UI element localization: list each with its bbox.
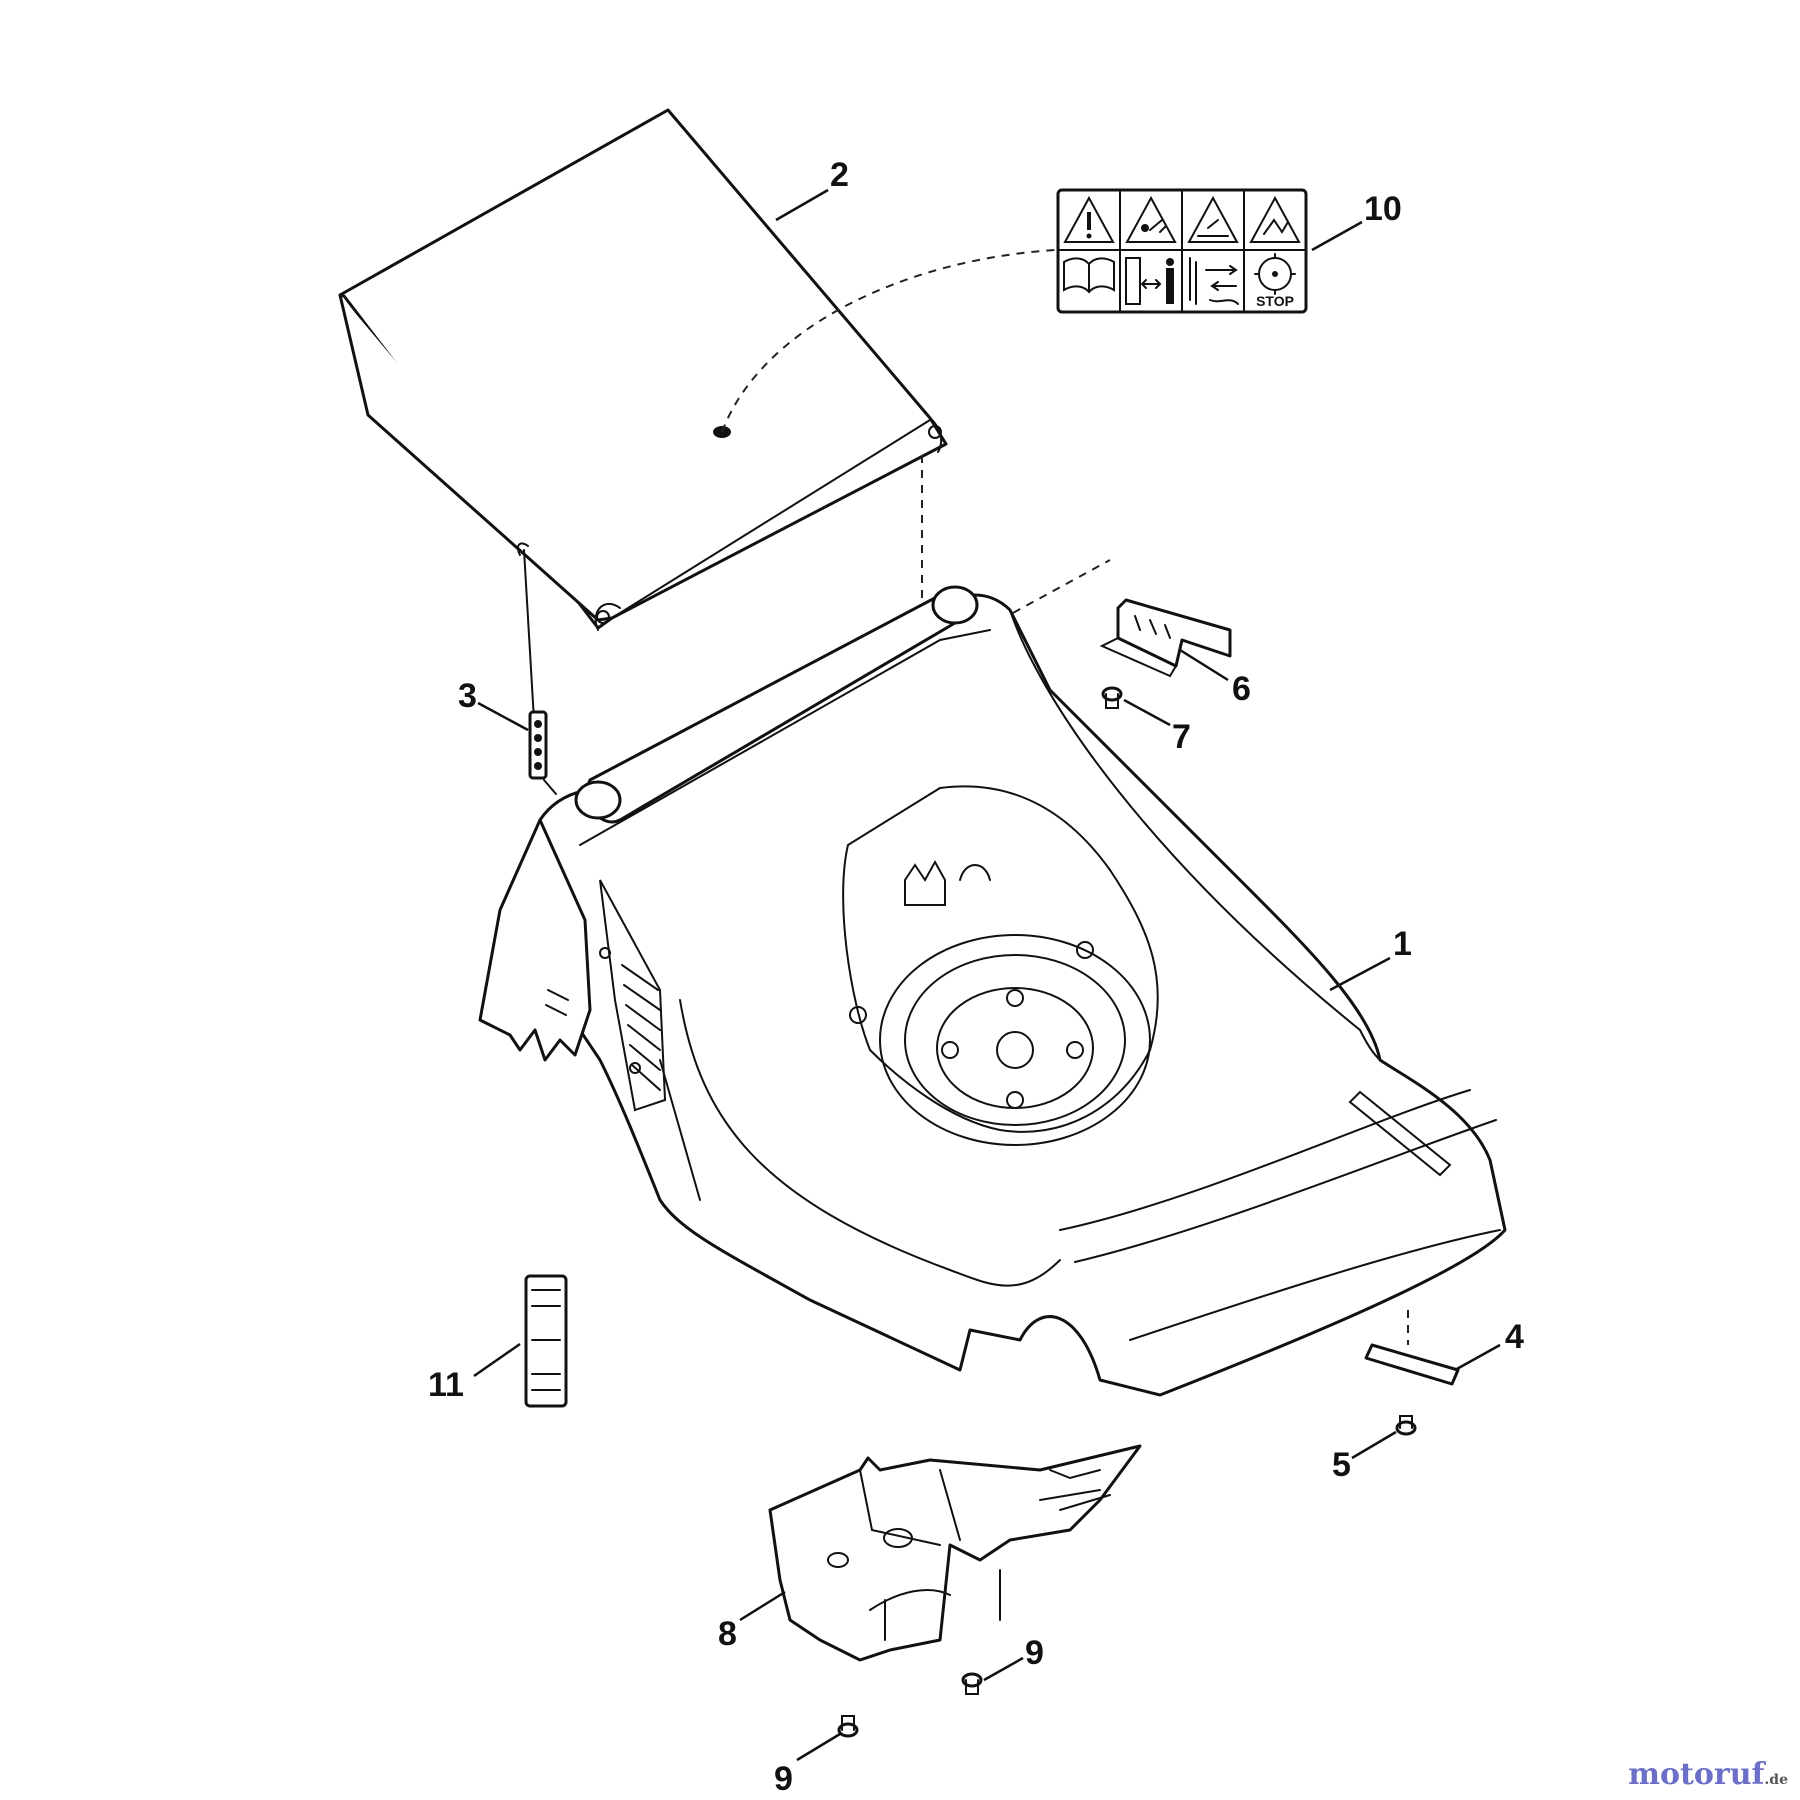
front-label-part	[1364, 1343, 1460, 1386]
part-number-4: 4	[1505, 1318, 1524, 1356]
warning-triangle-icon	[1063, 195, 1115, 243]
disconnect-icon	[1189, 257, 1239, 305]
part-number-11: 11	[428, 1366, 464, 1404]
label-guide-line	[721, 249, 1056, 433]
leader-9a	[983, 1656, 1024, 1682]
baffle-part	[768, 1444, 1142, 1662]
leader-4	[1454, 1343, 1501, 1372]
hand-blade-warning-icon	[1249, 195, 1301, 243]
part-number-7: 7	[1172, 718, 1191, 756]
leader-6	[1179, 648, 1229, 682]
rear-flap-part	[338, 108, 948, 631]
screw-5-part	[1395, 1415, 1417, 1436]
mower-deck-part	[478, 585, 1507, 1397]
screw-7-part	[1101, 686, 1123, 709]
bracket-part	[1099, 598, 1232, 678]
blade-warning-icon	[1187, 195, 1239, 243]
part-number-1: 1	[1393, 925, 1412, 963]
bracket-guide-line	[999, 559, 1111, 621]
stop-blade-icon: STOP	[1254, 253, 1296, 309]
leader-10	[1311, 220, 1363, 252]
leader-11	[473, 1342, 521, 1378]
part-number-9b: 9	[774, 1760, 793, 1798]
spring-part	[517, 542, 557, 795]
part-number-3: 3	[458, 677, 477, 715]
screw-9b-part	[837, 1715, 859, 1738]
part-number-5: 5	[1332, 1446, 1351, 1484]
thrown-object-warning-icon	[1125, 195, 1177, 243]
part-number-2: 2	[830, 156, 849, 194]
part-number-8: 8	[718, 1615, 737, 1653]
leader-9b	[796, 1732, 841, 1762]
read-manual-icon	[1063, 257, 1115, 294]
leader-2	[775, 188, 829, 222]
label-strip-part	[524, 1274, 568, 1408]
keep-distance-icon	[1125, 257, 1174, 305]
leader-5	[1351, 1430, 1397, 1460]
part-number-9a: 9	[1025, 1634, 1044, 1672]
watermark-text: motoruf	[1628, 1757, 1765, 1792]
leader-1	[1329, 956, 1391, 992]
part-number-6: 6	[1232, 670, 1251, 708]
watermark: motoruf.de	[1628, 1757, 1788, 1792]
leader-7	[1123, 698, 1171, 727]
leader-3	[477, 701, 529, 732]
warning-label-part: STOP	[1056, 188, 1308, 314]
screw-9a-part	[961, 1672, 983, 1695]
watermark-tld: .de	[1764, 1772, 1788, 1788]
part-number-10: 10	[1364, 190, 1402, 228]
leader-8	[739, 1590, 786, 1622]
stop-text: STOP	[1256, 293, 1294, 309]
